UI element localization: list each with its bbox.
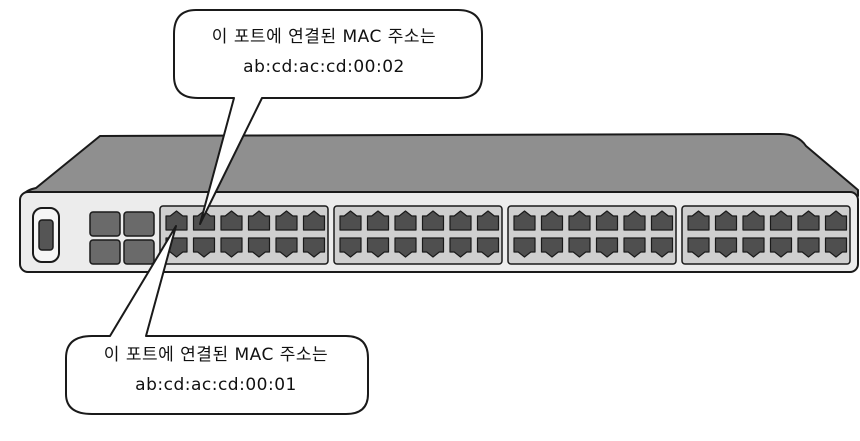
ethernet-port [165, 210, 188, 231]
top-callout-line1: 이 포트에 연결된 MAC 주소는 [211, 27, 437, 47]
ethernet-port [687, 210, 710, 231]
ethernet-port [769, 210, 793, 231]
ethernet-port [595, 210, 619, 231]
ethernet-port [714, 210, 738, 231]
ethernet-port [650, 237, 674, 258]
ethernet-port [476, 210, 500, 231]
uplink-port [123, 211, 155, 237]
ethernet-port [192, 237, 216, 258]
bottom-callout [65, 225, 369, 415]
port-block [507, 205, 677, 265]
ethernet-port [540, 237, 564, 258]
top-callout-mac-address: ab:cd:ac:cd:00:02 [243, 57, 405, 77]
ethernet-port [769, 237, 793, 258]
ethernet-port [192, 210, 216, 231]
ethernet-port-blocks [159, 205, 851, 265]
ethernet-port [513, 210, 536, 231]
ethernet-port [449, 237, 472, 258]
port-block [333, 205, 503, 265]
ethernet-port [797, 237, 820, 258]
ethernet-port [623, 237, 646, 258]
ethernet-port [568, 210, 591, 231]
ethernet-port [824, 237, 848, 258]
console-port [32, 207, 60, 263]
top-callout [173, 9, 483, 225]
bottom-callout-bubble [65, 225, 369, 415]
ethernet-port [394, 210, 417, 231]
bottom-callout-line1: 이 포트에 연결된 MAC 주소는 [103, 345, 329, 365]
ethernet-port [302, 210, 326, 231]
bottom-callout-mac-address: ab:cd:ac:cd:00:01 [135, 375, 297, 395]
ethernet-port [540, 210, 564, 231]
port-block [681, 205, 851, 265]
ethernet-port [714, 237, 738, 258]
ethernet-port [513, 237, 536, 258]
ethernet-port [275, 237, 298, 258]
ethernet-port [449, 210, 472, 231]
uplink-ports [89, 211, 155, 265]
ethernet-port [247, 210, 271, 231]
ethernet-port [220, 237, 243, 258]
ethernet-port [742, 237, 765, 258]
top-callout-bubble [173, 9, 483, 225]
ethernet-port [742, 210, 765, 231]
ethernet-port [421, 237, 445, 258]
ethernet-port [275, 210, 298, 231]
bottom-callout-text: 이 포트에 연결된 MAC 주소는 ab:cd:ac:cd:00:01 [70, 340, 362, 400]
uplink-port [89, 239, 121, 265]
ethernet-port [797, 210, 820, 231]
ethernet-port [595, 237, 619, 258]
uplink-port [89, 211, 121, 237]
ethernet-port [247, 237, 271, 258]
port-block [159, 205, 329, 265]
ethernet-port [339, 210, 362, 231]
ethernet-port [568, 237, 591, 258]
ethernet-port [220, 210, 243, 231]
ethernet-port [476, 237, 500, 258]
switch-top-panel [21, 133, 859, 197]
ethernet-port [302, 237, 326, 258]
uplink-port [123, 239, 155, 265]
ethernet-port [650, 210, 674, 231]
ethernet-port [394, 237, 417, 258]
ethernet-port [824, 210, 848, 231]
ethernet-port [339, 237, 362, 258]
ethernet-port [366, 210, 390, 231]
top-callout-text: 이 포트에 연결된 MAC 주소는 ab:cd:ac:cd:00:02 [176, 22, 472, 82]
ethernet-port [366, 237, 390, 258]
ethernet-port [687, 237, 710, 258]
ethernet-port [623, 210, 646, 231]
console-port-connector [38, 219, 54, 251]
ethernet-port [421, 210, 445, 231]
